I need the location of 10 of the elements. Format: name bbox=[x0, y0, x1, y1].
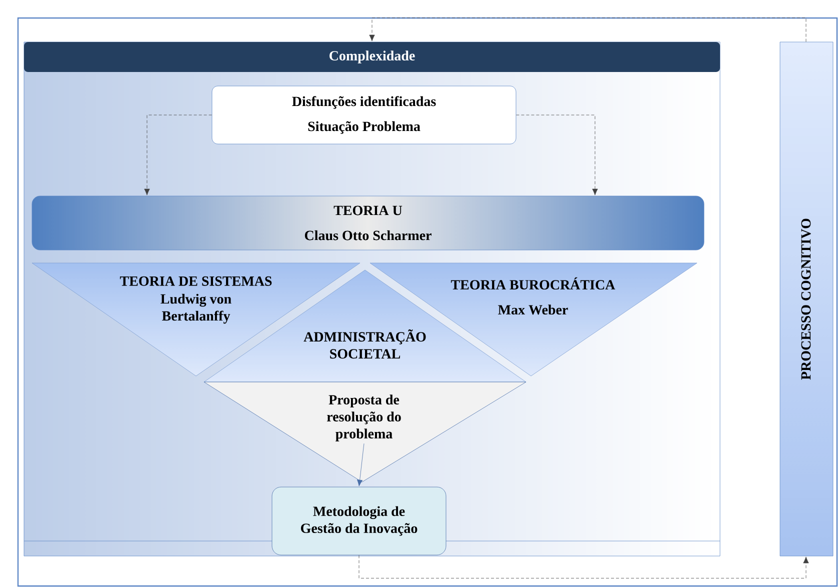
process-bar: PROCESSO COGNITIVO bbox=[780, 42, 834, 556]
arrow bbox=[356, 443, 364, 486]
arrow bbox=[358, 555, 809, 578]
arrow bbox=[516, 114, 598, 196]
theory-band: TEORIA U Claus Otto Scharmer bbox=[32, 196, 704, 250]
methodology-box: Metodologia de Gestão da Inovação bbox=[272, 486, 446, 556]
arrow bbox=[144, 114, 212, 196]
arrow bbox=[369, 18, 806, 42]
triangle: Proposta de resolução do problema bbox=[204, 382, 526, 482]
problem-box: Disfunções identificadas Situação Problema bbox=[212, 86, 516, 144]
